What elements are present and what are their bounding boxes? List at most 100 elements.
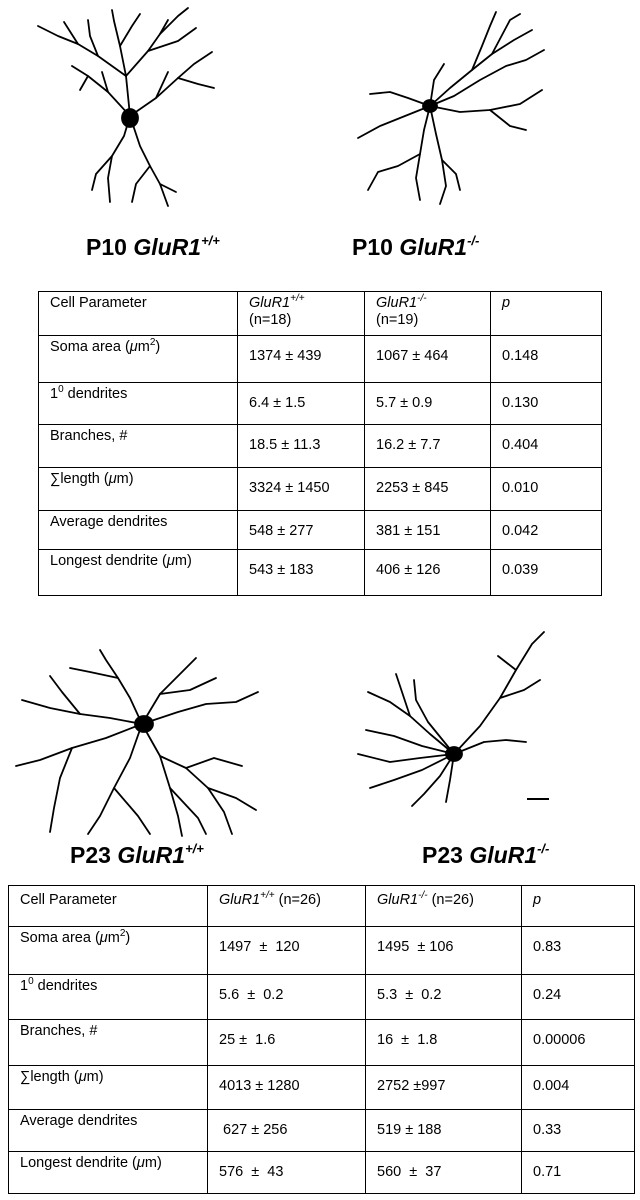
cell-wildtype: 5.6 ± 0.2 [207, 974, 366, 1020]
label-text: Longest dendrite ( [50, 553, 167, 569]
label-text: 1 [50, 386, 59, 402]
value: 0.00006 [533, 1032, 586, 1048]
row-label: Longest dendrite (μm) [38, 549, 238, 596]
header-cell-parameter: Cell Parameter [8, 885, 208, 927]
value: 576 ± 43 [219, 1164, 284, 1180]
label-text: Branches, # [20, 1023, 98, 1039]
caption-prefix: P23 [422, 842, 463, 868]
label-text: Average dendrites [50, 514, 168, 530]
value: 0.039 [502, 562, 539, 578]
caption-prefix: P10 [352, 234, 393, 260]
header-gene: GluR1 [219, 892, 261, 908]
label-tail: ) [98, 1069, 104, 1085]
table-p23-parameters: Cell Parameter GluR1+/+ (n=26) GluR1-/- … [8, 885, 635, 1194]
value: 0.83 [533, 939, 562, 955]
mu-symbol: μ [166, 553, 175, 569]
value: 0.24 [533, 987, 562, 1003]
header-n: (n=26) [278, 892, 321, 908]
header-cell-wildtype: GluR1+/+(n=18) [237, 291, 365, 336]
value: 1497 ± 120 [219, 939, 300, 955]
header-cell-knockout: GluR1-/- (n=26) [365, 885, 522, 927]
cell-wildtype: 25 ± 1.6 [207, 1019, 366, 1066]
value: 406 ± 126 [376, 562, 441, 578]
row-label: Soma area (μm2) [38, 335, 238, 383]
cell-knockout: 16 ± 1.8 [365, 1019, 522, 1066]
caption-p23-wildtype: P23 GluR1+/+ [70, 842, 204, 869]
cell-p: 0.33 [521, 1109, 635, 1152]
value: 0.404 [502, 437, 539, 453]
row-label: Average dendrites [38, 510, 238, 550]
unit-text: m [107, 930, 120, 946]
mu-symbol: μ [78, 1069, 87, 1085]
label-text: Branches, # [50, 428, 128, 444]
cell-p: 0.404 [490, 424, 602, 468]
value: 0.130 [502, 395, 539, 411]
cell-p: 0.71 [521, 1151, 635, 1194]
value: 0.010 [502, 480, 539, 496]
value: 2752 ±997 [377, 1078, 446, 1094]
row-label: Branches, # [38, 424, 238, 468]
label-text: ∑length ( [50, 471, 109, 487]
header-genotype: +/+ [290, 293, 305, 304]
header-n: (n=18) [249, 312, 292, 328]
value: 0.042 [502, 523, 539, 539]
caption-genotype: -/- [467, 233, 480, 248]
value: 2253 ± 845 [376, 480, 449, 496]
value: 1374 ± 439 [249, 348, 322, 364]
label-text: Soma area ( [50, 339, 130, 355]
mu-symbol: μ [108, 471, 117, 487]
row-label: 10 dendrites [38, 382, 238, 425]
value: 6.4 ± 1.5 [249, 395, 306, 411]
value: 627 ± 256 [219, 1122, 288, 1138]
label-text: ∑length ( [20, 1069, 79, 1085]
cell-p: 0.010 [490, 467, 602, 511]
unit-text: m [174, 553, 187, 569]
header-cell-p: p [490, 291, 602, 336]
header-n: (n=19) [376, 312, 419, 328]
cell-p: 0.004 [521, 1065, 635, 1110]
mu-symbol: μ [99, 930, 108, 946]
header-gene: GluR1 [377, 892, 419, 908]
cell-wildtype: 6.4 ± 1.5 [237, 382, 365, 425]
value: 381 ± 151 [376, 523, 441, 539]
table-p10-parameters: Cell Parameter GluR1+/+(n=18) GluR1-/-(n… [38, 291, 602, 596]
cell-knockout: 2253 ± 845 [364, 467, 491, 511]
label-tail: ) [155, 339, 161, 355]
header-cell-parameter: Cell Parameter [38, 291, 238, 336]
header-p: p [502, 295, 511, 311]
cell-knockout: 1067 ± 464 [364, 335, 491, 383]
caption-gene: GluR1 [399, 234, 468, 260]
label-tail: ) [186, 553, 192, 569]
table-row: Branches, # 25 ± 1.6 16 ± 1.8 0.00006 [8, 1019, 635, 1066]
header-p: p [533, 892, 542, 908]
table-row: Average dendrites 548 ± 277 381 ± 151 0.… [38, 510, 602, 550]
label-text: 1 [20, 978, 29, 994]
row-label: ∑length (μm) [8, 1065, 208, 1110]
caption-prefix: P10 [86, 234, 127, 260]
table-row: ∑length (μm) 3324 ± 1450 2253 ± 845 0.01… [38, 467, 602, 511]
label-tail: dendrites [63, 386, 128, 402]
value: 5.6 ± 0.2 [219, 987, 284, 1003]
cell-knockout: 5.3 ± 0.2 [365, 974, 522, 1020]
exponent: 2 [149, 337, 156, 348]
table-row: Average dendrites 627 ± 256 519 ± 188 0.… [8, 1109, 635, 1152]
cell-knockout: 381 ± 151 [364, 510, 491, 550]
label-text: Soma area ( [20, 930, 100, 946]
row-label: Branches, # [8, 1019, 208, 1066]
cell-p: 0.83 [521, 926, 635, 975]
value: 548 ± 277 [249, 523, 314, 539]
cell-knockout: 2752 ±997 [365, 1065, 522, 1110]
value: 543 ± 183 [249, 562, 314, 578]
header-genotype: -/- [417, 293, 427, 304]
table-row: Branches, # 18.5 ± 11.3 16.2 ± 7.7 0.404 [38, 424, 602, 468]
cell-p: 0.24 [521, 974, 635, 1020]
value: 5.3 ± 0.2 [377, 987, 442, 1003]
caption-p10-knockout: P10 GluR1-/- [352, 234, 479, 261]
caption-genotype: +/+ [185, 841, 204, 856]
value: 16.2 ± 7.7 [376, 437, 441, 453]
header-genotype: -/- [418, 890, 428, 901]
caption-p10-wildtype: P10 GluR1+/+ [86, 234, 220, 261]
neuron-tracing-p23-wildtype [10, 648, 260, 838]
header-cell-wildtype: GluR1+/+ (n=26) [207, 885, 366, 927]
cell-knockout: 5.7 ± 0.9 [364, 382, 491, 425]
